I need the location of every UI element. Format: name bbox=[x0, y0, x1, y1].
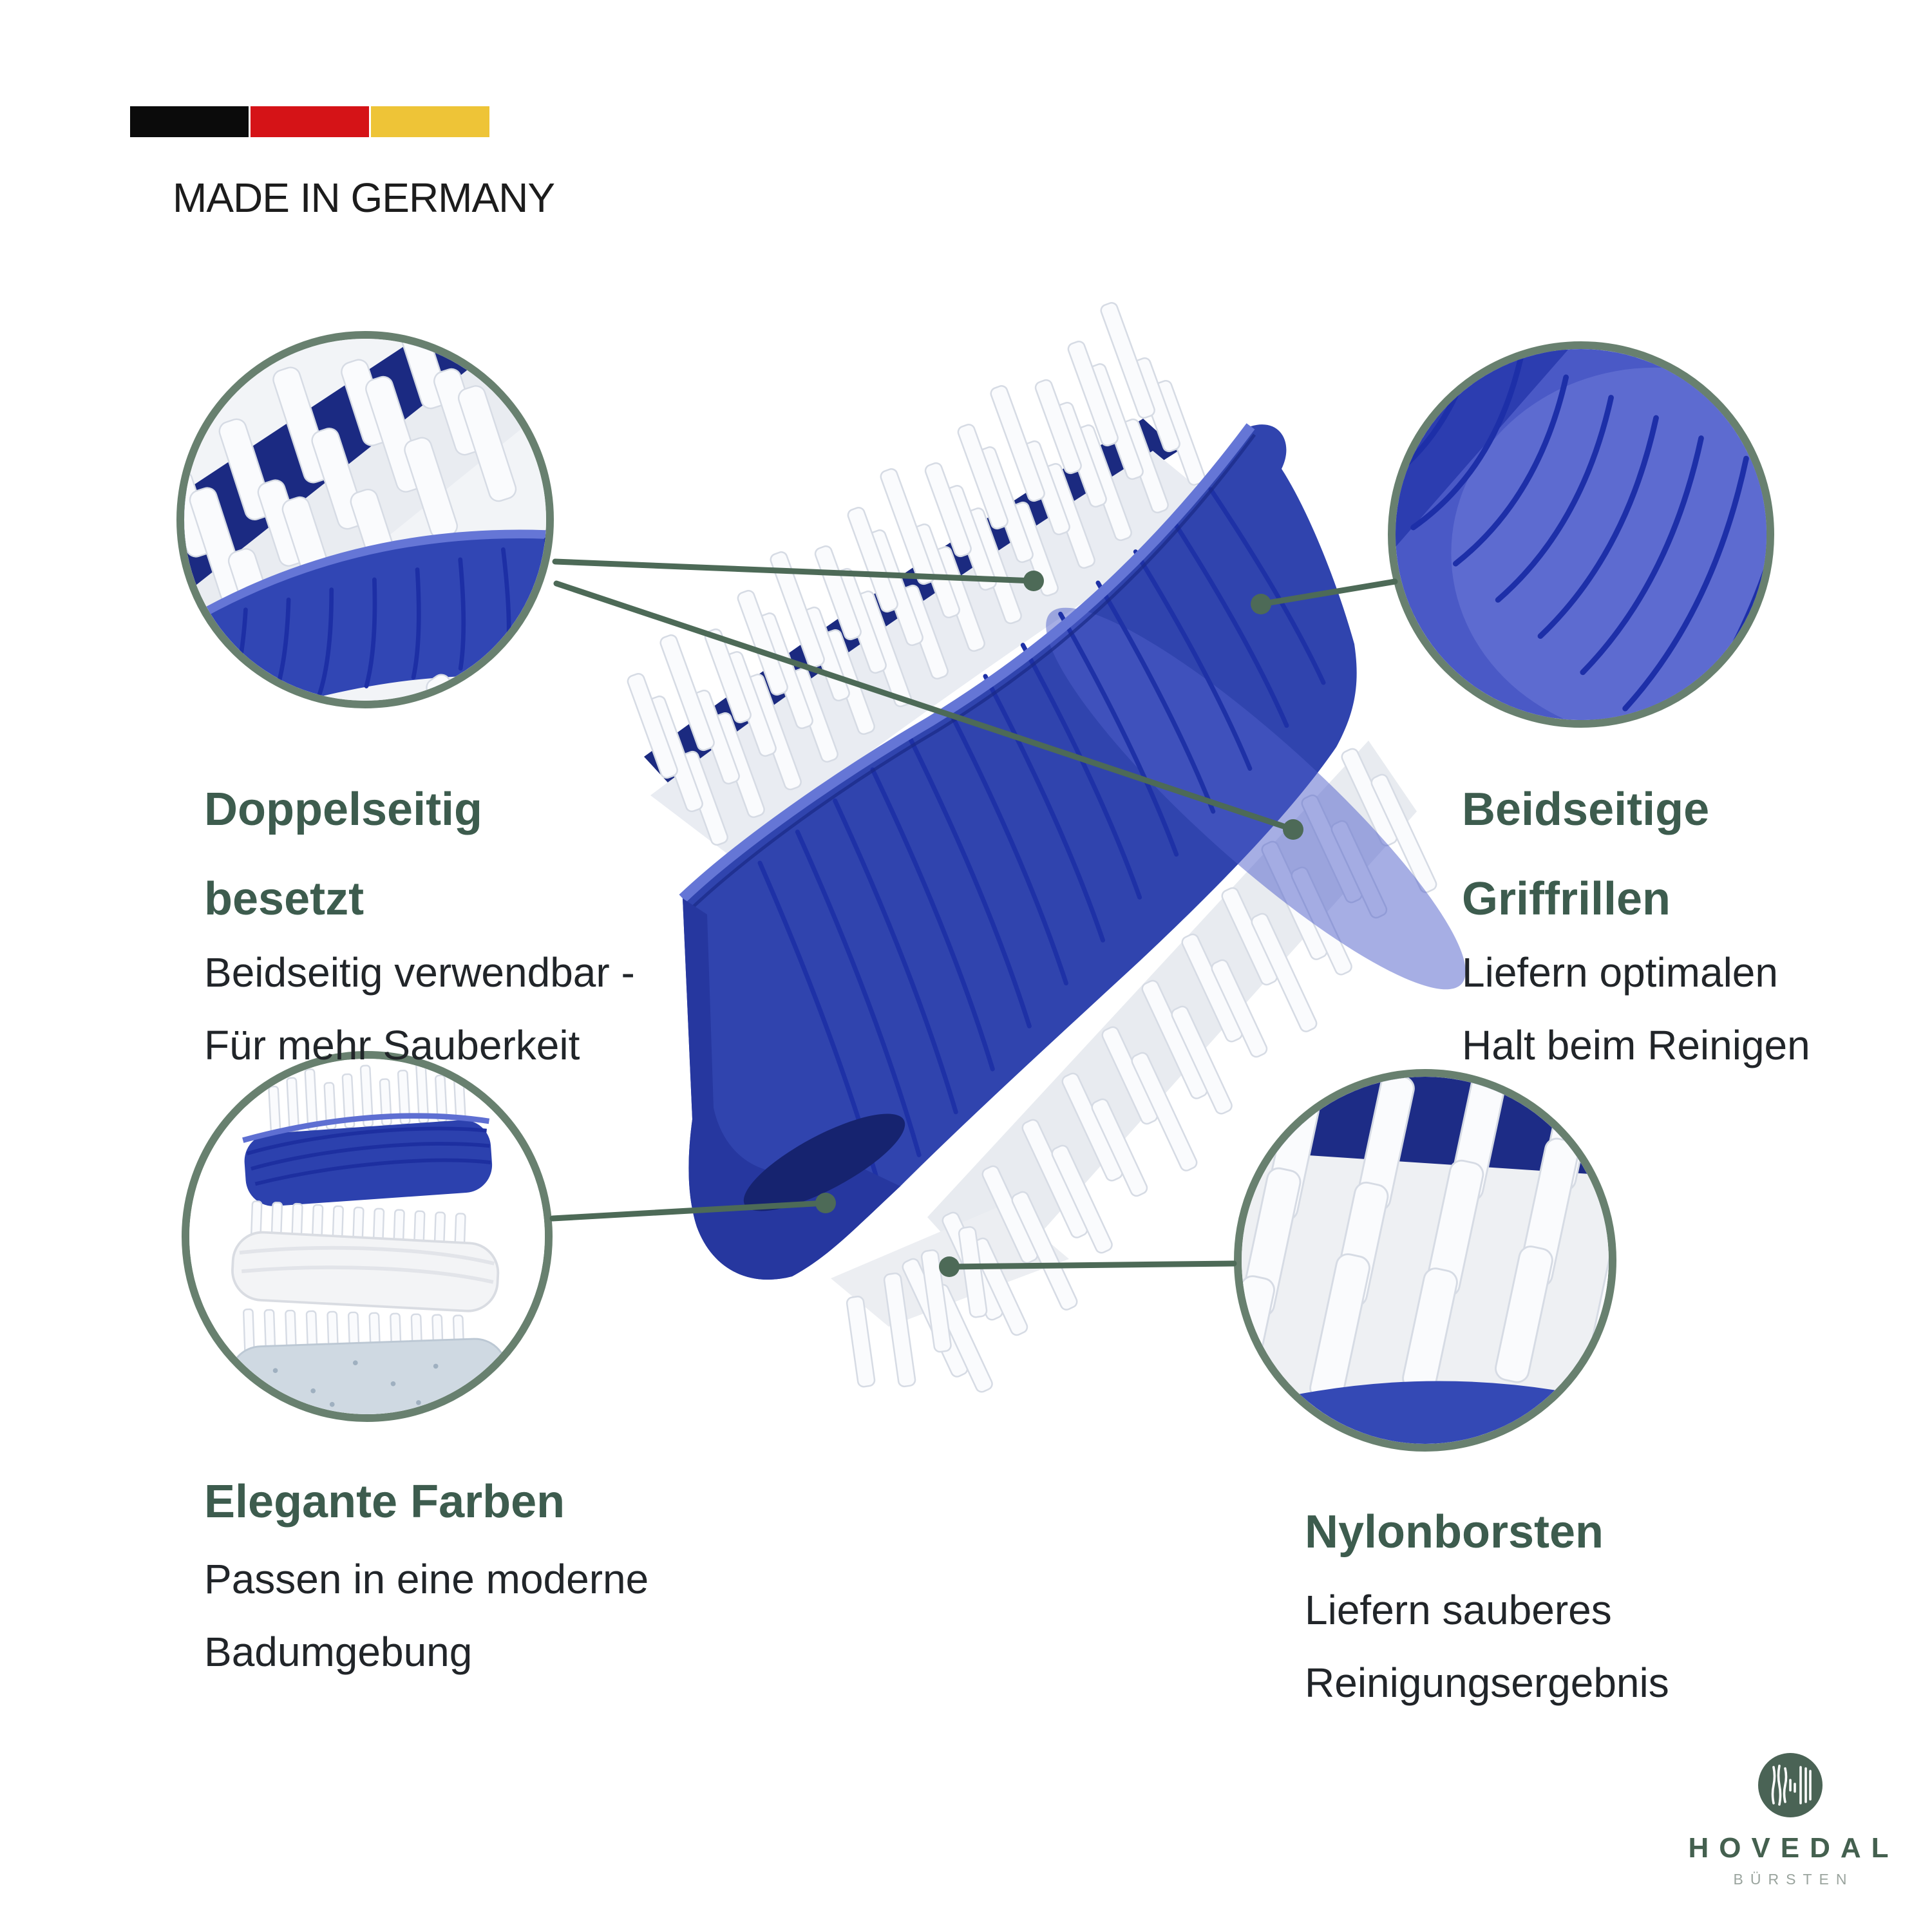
flag-black-bar bbox=[130, 106, 249, 137]
title-line: Elegante Farben bbox=[204, 1476, 565, 1528]
gray-brush bbox=[228, 1338, 509, 1414]
made-in-germany-label: MADE IN GERMANY bbox=[173, 175, 555, 221]
desc-line: Liefern optimalen bbox=[1462, 949, 1778, 996]
callout-line-bottom-bristles bbox=[553, 580, 1296, 833]
brand-name: HOVEDAL bbox=[1688, 1832, 1899, 1864]
desc-line: Passen in eine moderne bbox=[204, 1556, 649, 1602]
nail-brush-product-image bbox=[627, 302, 1466, 1393]
desc-line: Reinigungsergebnis bbox=[1305, 1660, 1669, 1706]
feature-desc-double-sided: Beidseitig verwendbar - Für mehr Sauberk… bbox=[204, 936, 635, 1082]
callout-dot bbox=[1023, 571, 1044, 591]
flag-gold-bar bbox=[371, 106, 489, 137]
feature-desc-colors: Passen in eine moderne Badumgebung bbox=[204, 1543, 649, 1689]
desc-line: Für mehr Sauberkeit bbox=[204, 1022, 580, 1068]
callout-dots bbox=[815, 571, 1303, 1277]
brand-bristle-wave-icon bbox=[1758, 1753, 1823, 1817]
title-line: Griffrillen bbox=[1462, 873, 1671, 925]
german-flag-icon bbox=[130, 106, 489, 137]
brand-subtitle: BÜRSTEN bbox=[1733, 1871, 1854, 1888]
feature-title-double-sided: Doppelseitig besetzt bbox=[204, 765, 482, 944]
callout-line-top-bristles bbox=[552, 558, 1037, 584]
title-line: Nylonborsten bbox=[1305, 1506, 1604, 1558]
feature-desc-grip: Liefern optimalen Halt beim Reinigen bbox=[1462, 936, 1810, 1082]
zoom-circle-nylon-bristles bbox=[1234, 1069, 1616, 1452]
title-line: besetzt bbox=[204, 873, 365, 925]
feature-title-grip: Beidseitige Griffrillen bbox=[1462, 765, 1709, 944]
zoom-circle-elegant-colors bbox=[182, 1051, 553, 1422]
feature-desc-bristles: Liefern sauberes Reinigungsergebnis bbox=[1305, 1574, 1669, 1719]
brand-logo bbox=[1758, 1753, 1823, 1817]
desc-line: Badumgebung bbox=[204, 1629, 473, 1675]
callout-line-grip bbox=[1258, 578, 1398, 607]
title-line: Doppelseitig bbox=[204, 784, 483, 835]
callout-dot bbox=[939, 1256, 960, 1277]
callout-dot bbox=[815, 1193, 836, 1213]
white-brush bbox=[231, 1231, 500, 1312]
nylon-bristles-closeup-image bbox=[1242, 1077, 1609, 1444]
callout-line-colors bbox=[549, 1200, 829, 1222]
callout-dot bbox=[1283, 819, 1303, 840]
desc-line: Liefern sauberes bbox=[1305, 1587, 1612, 1633]
zoom-circle-double-sided bbox=[176, 331, 554, 708]
callout-lines bbox=[549, 558, 1398, 1270]
title-line: Beidseitige bbox=[1462, 784, 1710, 835]
feature-title-colors: Elegante Farben bbox=[204, 1457, 565, 1547]
flag-red-bar bbox=[251, 106, 369, 137]
callout-line-nylon bbox=[946, 1260, 1237, 1270]
feature-title-bristles: Nylonborsten bbox=[1305, 1488, 1604, 1577]
desc-line: Halt beim Reinigen bbox=[1462, 1022, 1810, 1068]
desc-line: Beidseitig verwendbar - bbox=[204, 949, 635, 996]
grip-grooves-closeup-image bbox=[1396, 349, 1766, 720]
color-variants-image bbox=[189, 1059, 545, 1414]
blue-brush bbox=[242, 1113, 493, 1206]
callout-dot bbox=[1251, 594, 1271, 614]
double-sided-closeup-image bbox=[184, 339, 546, 701]
